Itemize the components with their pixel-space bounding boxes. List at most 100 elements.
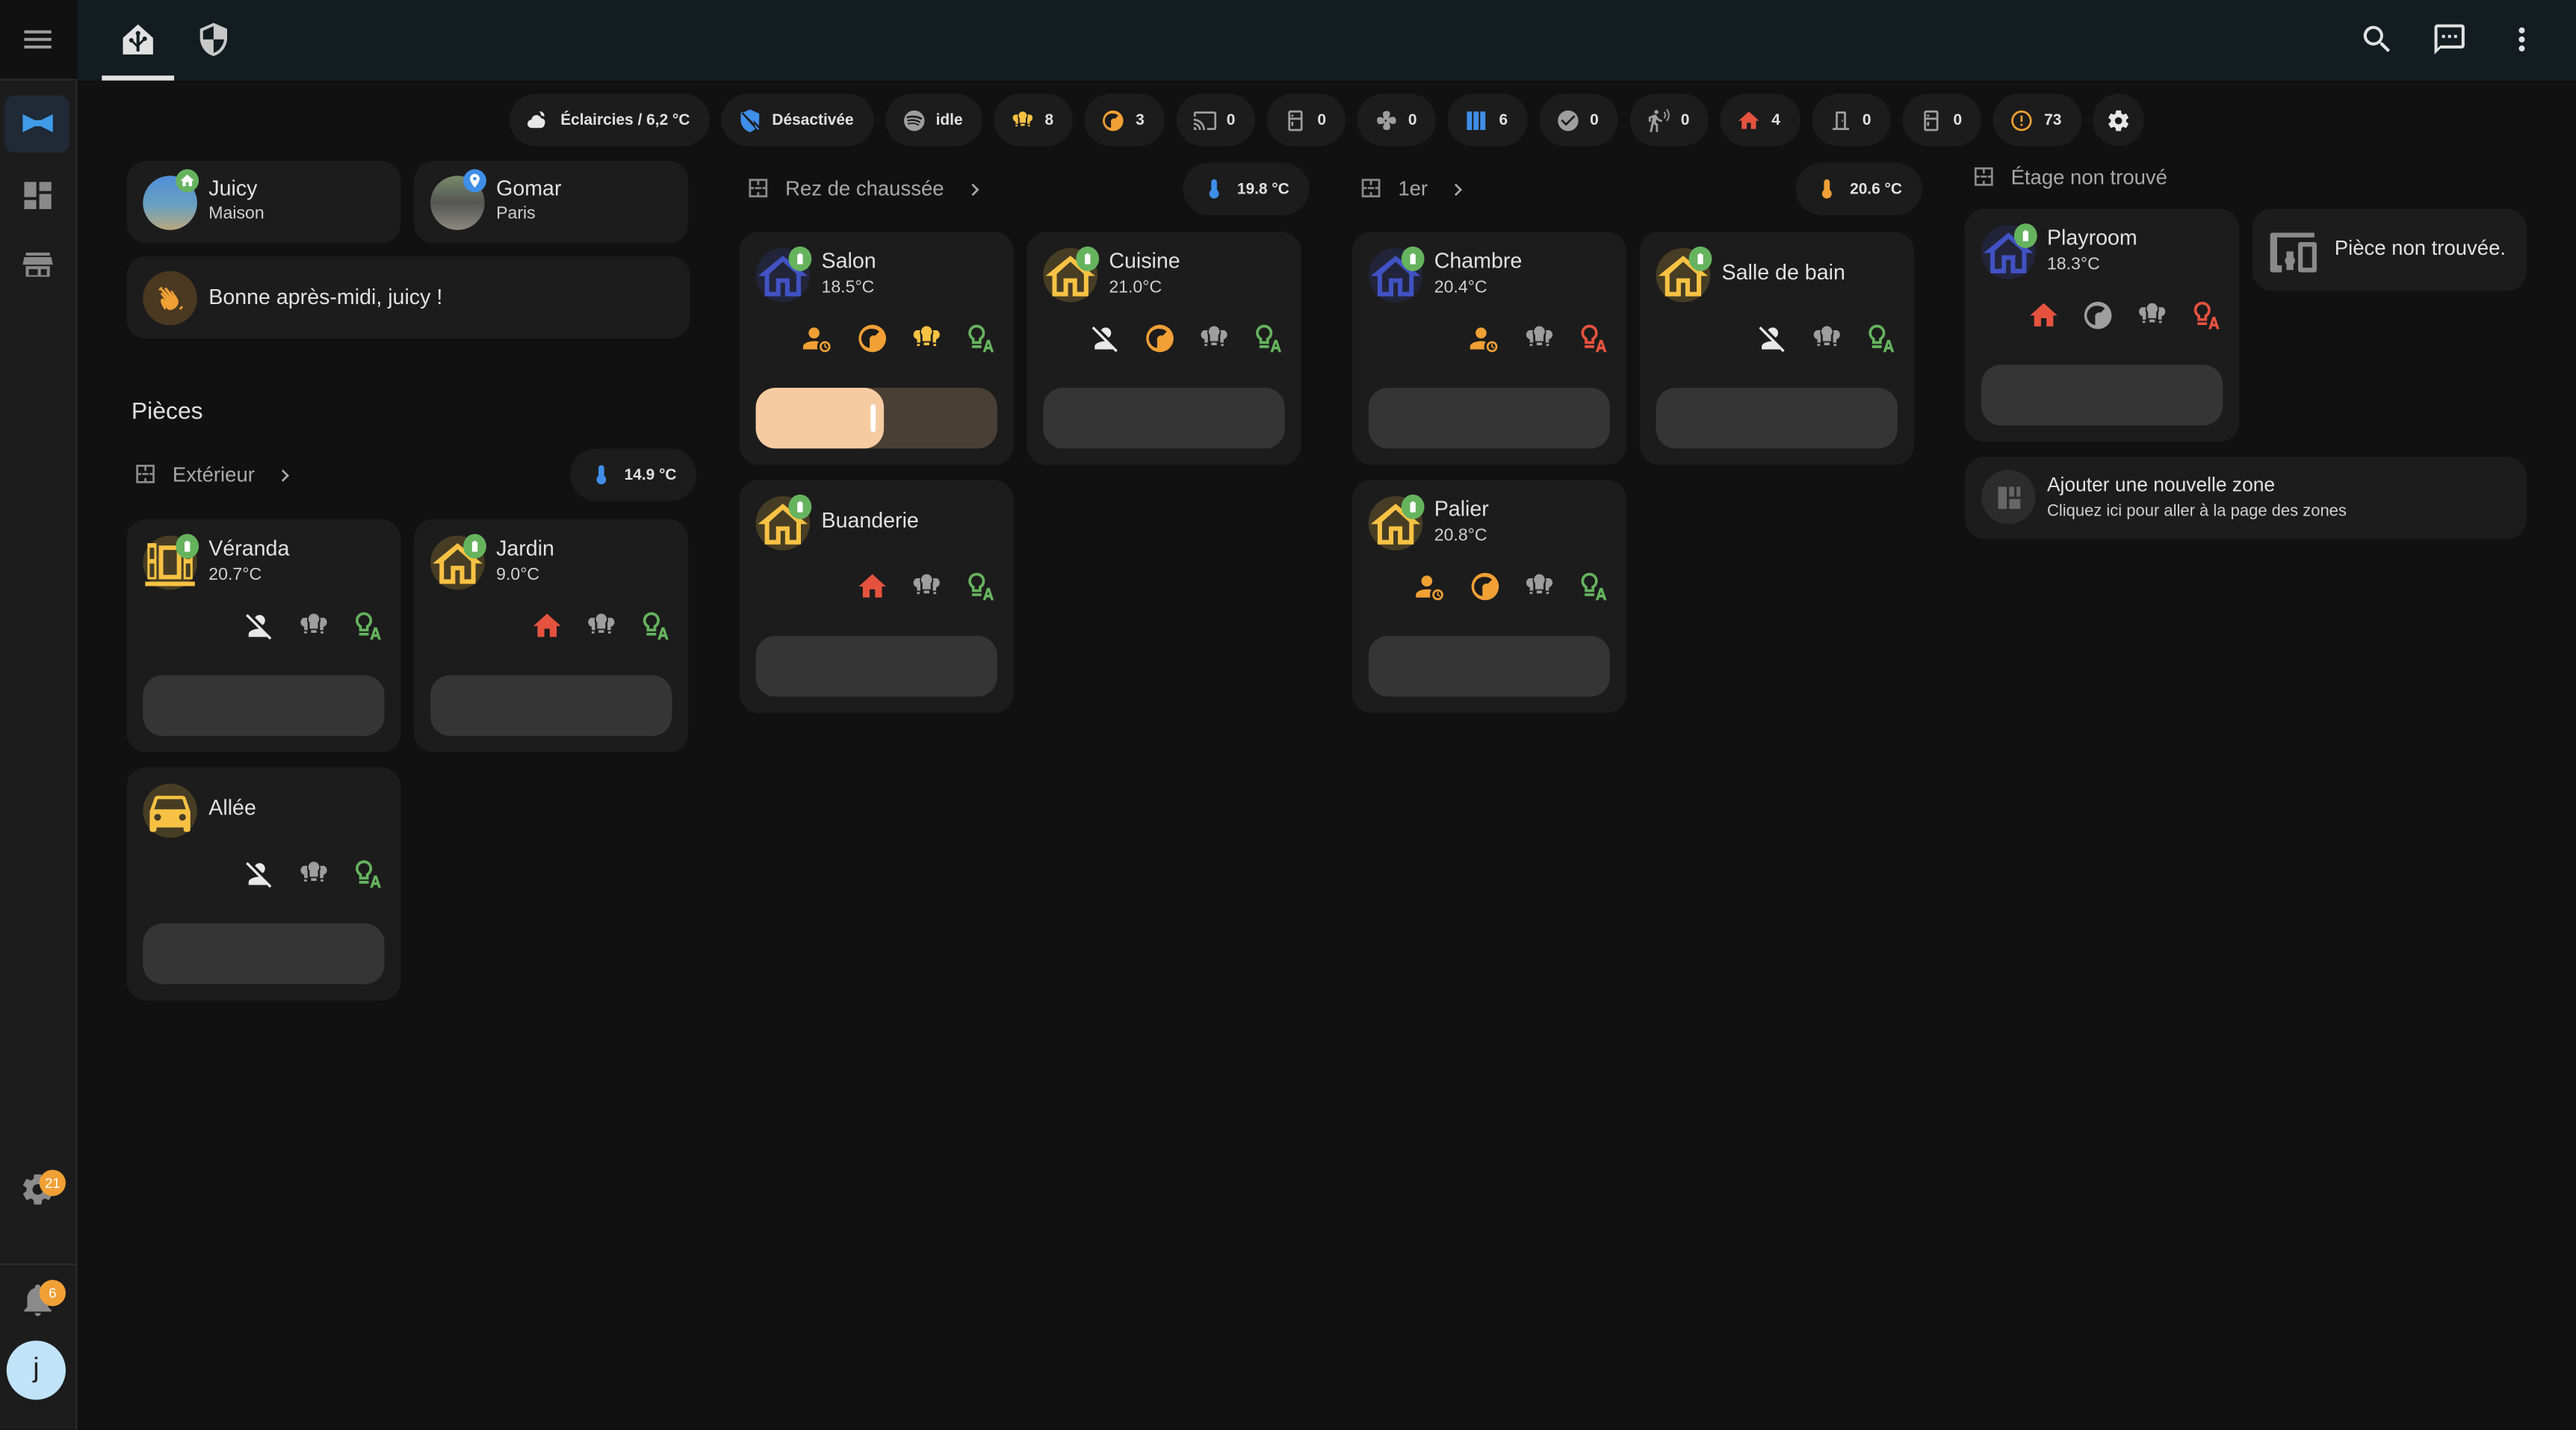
lightbulb-auto-icon[interactable] — [1577, 570, 1610, 603]
account-clock-icon[interactable] — [1414, 570, 1447, 603]
home-icon[interactable] — [856, 570, 889, 603]
badge-spotify[interactable]: idle — [885, 93, 982, 146]
lightbulb-group-icon[interactable] — [1198, 322, 1230, 355]
account-clock-icon[interactable] — [1469, 322, 1502, 355]
thermostat-icon[interactable] — [1144, 322, 1177, 355]
lightbulb-auto-icon[interactable] — [1577, 322, 1610, 355]
floor-header[interactable]: 1er — [1359, 176, 1470, 200]
badge-check-circle[interactable]: 0 — [1538, 93, 1619, 146]
badge-fridge[interactable]: 0 — [1266, 93, 1346, 146]
lightbulb-auto-icon[interactable] — [352, 858, 385, 891]
floor-temperature-badge[interactable]: 19.8 °C — [1183, 162, 1310, 216]
floor-header[interactable]: Étage non trouvé — [1972, 164, 2167, 189]
lightbulb-group-icon[interactable] — [1810, 322, 1843, 355]
badge-home[interactable]: 4 — [1721, 93, 1801, 146]
room-not-found-text: Pièce non trouvée. — [2334, 236, 2507, 260]
room-status-chips — [1469, 321, 1610, 356]
badge-weather-partly-cloudy[interactable]: Éclaircies / 6,2 °C — [510, 93, 710, 146]
assist-chat-icon[interactable] — [2432, 22, 2468, 58]
badge-lightbulb-group[interactable]: 8 — [994, 93, 1074, 146]
badge-alert-circle-outline[interactable]: 73 — [1993, 93, 2081, 146]
person-card-juicy[interactable]: Juicy Maison — [126, 161, 401, 244]
light-brightness-slider[interactable] — [143, 923, 385, 985]
account-off-icon[interactable] — [243, 858, 276, 891]
floor-header[interactable]: Extérieur — [133, 462, 296, 486]
lightbulb-auto-icon[interactable] — [965, 322, 997, 355]
lightbulb-auto-icon[interactable] — [1865, 322, 1898, 355]
account-off-icon[interactable] — [243, 610, 276, 643]
floor-temperature-badge[interactable]: 14.9 °C — [570, 448, 696, 501]
room-card[interactable]: Salle de bain — [1639, 232, 1914, 465]
lightbulb-group-icon[interactable] — [910, 322, 943, 355]
badge-door[interactable]: 0 — [1811, 93, 1891, 146]
account-off-icon[interactable] — [1089, 322, 1122, 355]
badge-cast[interactable]: 0 — [1175, 93, 1255, 146]
lightbulb-auto-icon[interactable] — [965, 570, 997, 603]
light-brightness-slider[interactable] — [430, 675, 672, 737]
hacs-store-icon[interactable] — [19, 248, 55, 284]
badge-cog[interactable] — [2093, 93, 2144, 146]
light-brightness-slider[interactable] — [1043, 387, 1285, 449]
lightbulb-group-icon[interactable] — [2136, 299, 2169, 332]
dashboard-icon[interactable] — [19, 177, 55, 213]
security-tab-icon[interactable] — [196, 22, 232, 58]
home-tab-icon[interactable] — [120, 22, 156, 58]
thermostat-icon[interactable] — [856, 322, 889, 355]
lightbulb-group-icon[interactable] — [297, 610, 330, 643]
badge-motion-sensor[interactable]: 0 — [1629, 93, 1709, 146]
badge-shield-off[interactable]: Désactivée — [721, 93, 874, 146]
light-brightness-slider[interactable] — [755, 636, 997, 697]
account-off-icon[interactable] — [1756, 322, 1789, 355]
account-clock-icon[interactable] — [802, 322, 835, 355]
lightbulb-group-icon[interactable] — [585, 610, 618, 643]
badge-blinds[interactable]: 6 — [1448, 93, 1528, 146]
lightbulb-auto-icon[interactable] — [352, 610, 385, 643]
floor-temperature-badge[interactable]: 20.6 °C — [1795, 162, 1922, 216]
badge-value: 0 — [1317, 111, 1326, 129]
thermostat-icon[interactable] — [2081, 299, 2114, 332]
person-card-gomar[interactable]: Gomar Paris — [414, 161, 689, 244]
lightbulb-auto-icon[interactable] — [639, 610, 672, 643]
room-card[interactable]: Buanderie — [739, 480, 1014, 714]
add-zone-card[interactable]: Ajouter une nouvelle zone Cliquez ici po… — [1965, 456, 2527, 539]
badge-value: 0 — [1590, 111, 1599, 129]
light-brightness-slider[interactable] — [1368, 636, 1611, 697]
badge-thermostat[interactable]: 3 — [1084, 93, 1165, 146]
battery-icon — [1081, 251, 1095, 266]
light-brightness-slider[interactable] — [755, 387, 997, 449]
search-icon[interactable] — [2359, 22, 2395, 58]
light-brightness-slider[interactable] — [1656, 387, 1898, 449]
light-brightness-slider[interactable] — [1368, 387, 1611, 449]
lightbulb-group-icon[interactable] — [910, 570, 943, 603]
notifications-badge: 6 — [39, 1280, 66, 1307]
thermostat-icon[interactable] — [1469, 570, 1502, 603]
badge-fan[interactable]: 0 — [1357, 93, 1437, 146]
lightbulb-group-icon[interactable] — [1523, 570, 1555, 603]
light-brightness-slider[interactable] — [143, 675, 385, 737]
badge-value: 0 — [1862, 111, 1871, 129]
sidebar-header — [0, 0, 78, 81]
user-avatar[interactable]: j — [6, 1340, 66, 1400]
lightbulb-group-icon[interactable] — [297, 858, 330, 891]
badge-fridge[interactable]: 0 — [1902, 93, 1982, 146]
menu-icon[interactable] — [19, 22, 55, 58]
light-brightness-slider[interactable] — [1981, 365, 2223, 426]
lightbulb-auto-icon[interactable] — [1252, 322, 1285, 355]
home-icon[interactable] — [530, 610, 563, 643]
lightbulb-group-icon[interactable] — [1523, 322, 1555, 355]
bowtie-icon[interactable] — [19, 105, 55, 141]
more-options-icon[interactable] — [2504, 22, 2539, 58]
slider-handle[interactable] — [870, 403, 876, 433]
room-card[interactable]: Allée — [126, 767, 401, 1001]
floor-temperature: 20.6 °C — [1850, 179, 1902, 198]
floor-header[interactable]: Rez de chaussée — [746, 176, 985, 200]
home-icon[interactable] — [2028, 299, 2061, 332]
lightbulb-auto-icon[interactable] — [2190, 299, 2223, 332]
